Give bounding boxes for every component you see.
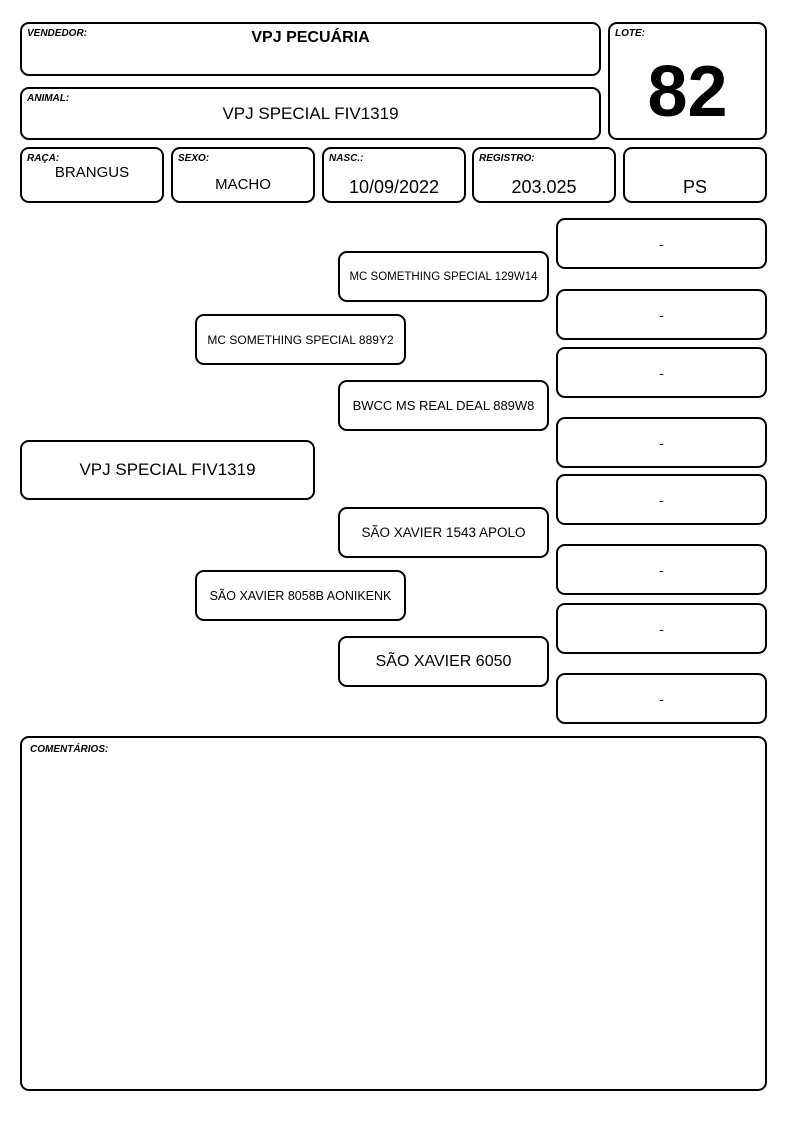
comments-label: COMENTÁRIOS: [30,744,109,755]
lote-box: LOTE: 82 [608,22,767,140]
pedigree-animal: VPJ SPECIAL FIV1319 [20,440,315,500]
pedigree-sire-dam: BWCC MS REAL DEAL 889W8 [338,380,549,431]
nasc-value: 10/09/2022 [348,177,440,197]
pedigree-great-grandparent: - [556,417,767,468]
pedigree-sire: MC SOMETHING SPECIAL 889Y2 [195,314,406,365]
lote-label: LOTE: [615,28,645,39]
registro-value: 203.025 [511,177,577,197]
vendedor-value: VPJ PECUÁRIA [251,29,370,46]
sexo-value: MACHO [215,176,271,193]
pedigree-great-grandparent: - [556,289,767,340]
pedigree-dam-sire: SÃO XAVIER 1543 APOLO [338,507,549,558]
pedigree-dam: SÃO XAVIER 8058B AONIKENK [195,570,406,621]
sexo-box: SEXO: MACHO [171,147,315,203]
pedigree-great-grandparent: - [556,474,767,525]
sexo-label: SEXO: [178,153,210,164]
pedigree-great-grandparent: - [556,218,767,269]
animal-box: ANIMAL: VPJ SPECIAL FIV1319 [20,87,601,140]
animal-label: ANIMAL: [27,93,70,104]
nasc-box: NASC.: 10/09/2022 [322,147,466,203]
comments-box: COMENTÁRIOS: [20,736,767,1091]
pedigree-sire-sire: MC SOMETHING SPECIAL 129W14 [338,251,549,302]
pedigree-great-grandparent: - [556,347,767,398]
pedigree-great-grandparent: - [556,673,767,724]
tipo-box: PS [623,147,767,203]
animal-value: VPJ SPECIAL FIV1319 [222,104,399,123]
pedigree-great-grandparent: - [556,544,767,595]
raca-value: BRANGUS [54,164,130,181]
vendedor-box: VENDEDOR: VPJ PECUÁRIA [20,22,601,76]
registro-label: REGISTRO: [479,153,535,164]
pedigree-dam-dam: SÃO XAVIER 6050 [338,636,549,687]
vendedor-label: VENDEDOR: [27,28,88,39]
tipo-value: PS [682,177,707,197]
pedigree-great-grandparent: - [556,603,767,654]
lote-number: 82 [647,52,728,132]
raca-label: RAÇA: [27,153,60,164]
raca-box: RAÇA: BRANGUS [20,147,164,203]
registro-box: REGISTRO: 203.025 [472,147,616,203]
nasc-label: NASC.: [329,153,364,164]
